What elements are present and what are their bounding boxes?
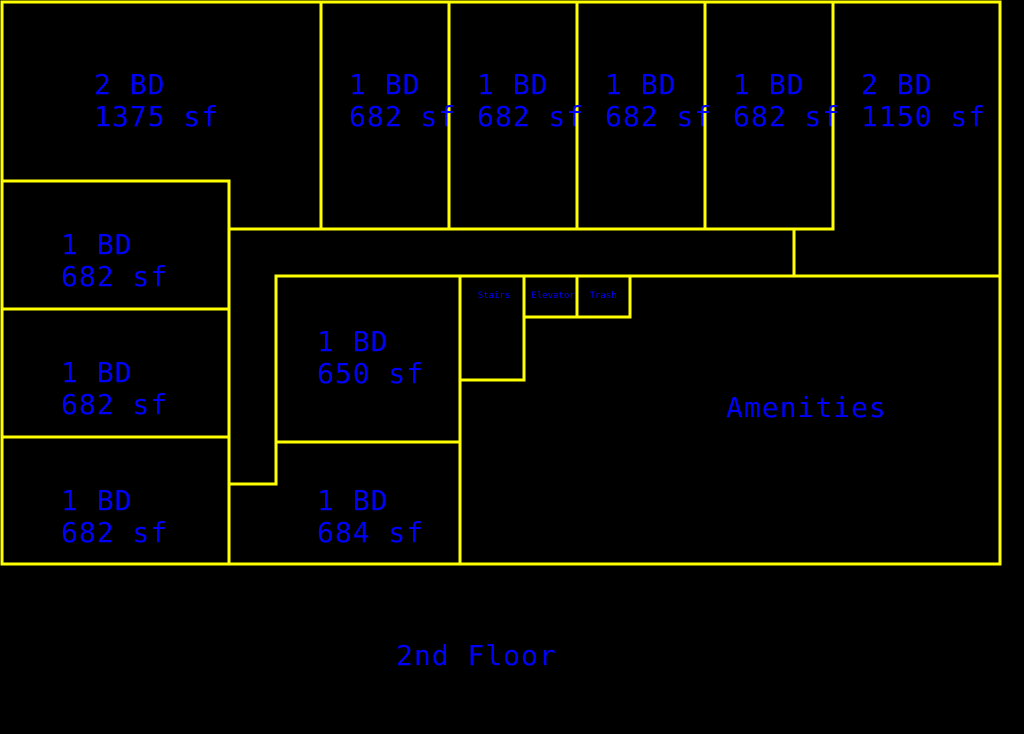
unit-u10: 1 BD 650 sf <box>317 325 424 390</box>
unit-beds-label: 1 BD <box>61 356 132 389</box>
amenities-label: Amenities <box>726 391 887 424</box>
unit-beds-label: 1 BD <box>349 68 420 101</box>
unit-beds-label: 1 BD <box>317 484 388 517</box>
building-outline <box>0 0 1002 566</box>
unit-u7: 1 BD 682 sf <box>61 228 168 293</box>
unit-beds-label: 1 BD <box>61 484 132 517</box>
unit-u9: 1 BD 682 sf <box>61 484 168 549</box>
unit-beds-label: 2 BD <box>94 68 165 101</box>
unit-u2: 1 BD 682 sf <box>349 68 456 133</box>
unit-area-label: 684 sf <box>317 516 424 549</box>
walls <box>0 0 1002 566</box>
unit-beds-label: 1 BD <box>317 325 388 358</box>
unit-area-label: 682 sf <box>733 100 840 133</box>
unit-u6: 2 BD 1150 sf <box>861 68 986 133</box>
trash-label: Trash <box>589 291 616 301</box>
unit-u8: 1 BD 682 sf <box>61 356 168 421</box>
elevator-label: Elevator <box>531 291 575 301</box>
unit-area-label: 682 sf <box>61 516 168 549</box>
unit-beds-label: 2 BD <box>861 68 932 101</box>
unit-area-label: 682 sf <box>477 100 584 133</box>
unit-area-label: 1150 sf <box>861 100 986 133</box>
unit-u5: 1 BD 682 sf <box>733 68 840 133</box>
unit-area-label: 682 sf <box>61 388 168 421</box>
stairs-label: Stairs <box>478 291 511 301</box>
unit-beds-label: 1 BD <box>605 68 676 101</box>
unit-area-label: 1375 sf <box>94 100 219 133</box>
unit-beds-label: 1 BD <box>733 68 804 101</box>
unit-u11: 1 BD 684 sf <box>317 484 424 549</box>
floor-label: 2nd Floor <box>396 639 557 672</box>
unit-beds-label: 1 BD <box>477 68 548 101</box>
unit-area-label: 650 sf <box>317 357 424 390</box>
unit-u1: 2 BD 1375 sf <box>94 68 219 133</box>
unit-area-label: 682 sf <box>61 260 168 293</box>
unit-area-label: 682 sf <box>349 100 456 133</box>
unit-area-label: 682 sf <box>605 100 712 133</box>
unit-u4: 1 BD 682 sf <box>605 68 712 133</box>
unit-u3: 1 BD 682 sf <box>477 68 584 133</box>
unit-beds-label: 1 BD <box>61 228 132 261</box>
